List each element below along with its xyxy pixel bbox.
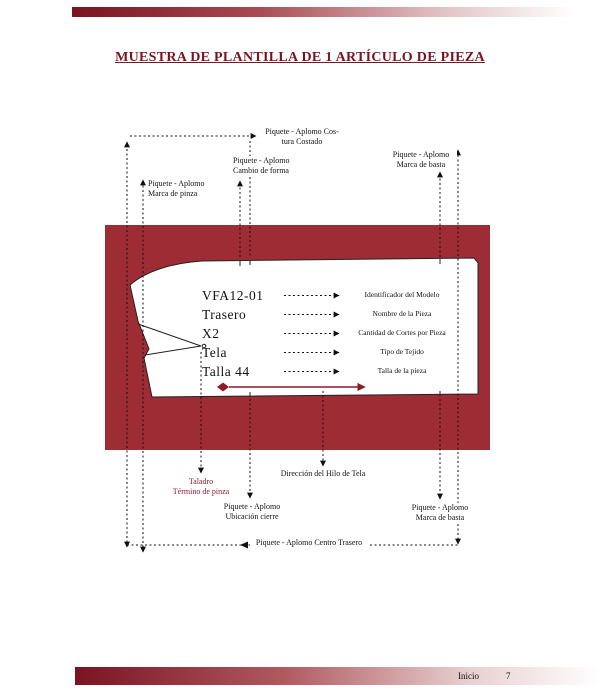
footer-page-number: 7: [506, 671, 511, 681]
piece-name: Trasero: [202, 307, 247, 322]
top-gradient-bar: [72, 7, 600, 17]
annotation-hem-mark-bottom: Piquete - Aplomo Marca de basta: [404, 503, 476, 522]
annotation-hem-mark-top: Piquete - Aplomo Marca de basta: [385, 150, 457, 169]
piece-fabric: Tela: [202, 345, 228, 360]
annotation-side-seam-notch: Piquete - Aplomo Cos- tura Costado: [262, 127, 342, 146]
left-arrow-icon: [240, 541, 248, 549]
callout-cut-quantity: Cantidad de Cortes por Pieza: [358, 328, 446, 337]
page-title: MUESTRA DE PLANTILLA DE 1 ARTÍCULO DE PI…: [115, 50, 485, 65]
grain-arrow: [217, 382, 366, 392]
annotation-shape-change-notch: Piquete - Aplomo Cambio de forma: [233, 156, 303, 175]
callout-model-id: Identificador del Modelo: [364, 290, 440, 299]
callout-fabric-type: Tipo de Tejido: [380, 347, 424, 356]
footer-gradient-bar: [75, 667, 600, 685]
callout-piece-size: Talla de la pieza: [377, 366, 427, 375]
annotation-zipper-location: Piquete - Aplomo Ubicación cierre: [222, 502, 282, 521]
annotation-center-back: Piquete - Aplomo Centro Trasero: [250, 538, 368, 548]
annotation-drill-dart-end: Taladro Término de pinza: [164, 477, 238, 496]
piece-model-id: VFA12-01: [202, 288, 264, 303]
piece-size: Talla 44: [202, 364, 250, 379]
annotation-dart-mark: Piquete - Aplomo Marca de pinza: [148, 179, 212, 198]
piece-quantity: X2: [202, 326, 220, 341]
callout-piece-name: Nombre de la Pieza: [372, 309, 432, 318]
annotation-grain-direction: Dirección del Hilo de Tela: [268, 469, 378, 479]
dart-lines: [137, 323, 202, 356]
footer-home-link[interactable]: Inicio: [458, 671, 479, 681]
